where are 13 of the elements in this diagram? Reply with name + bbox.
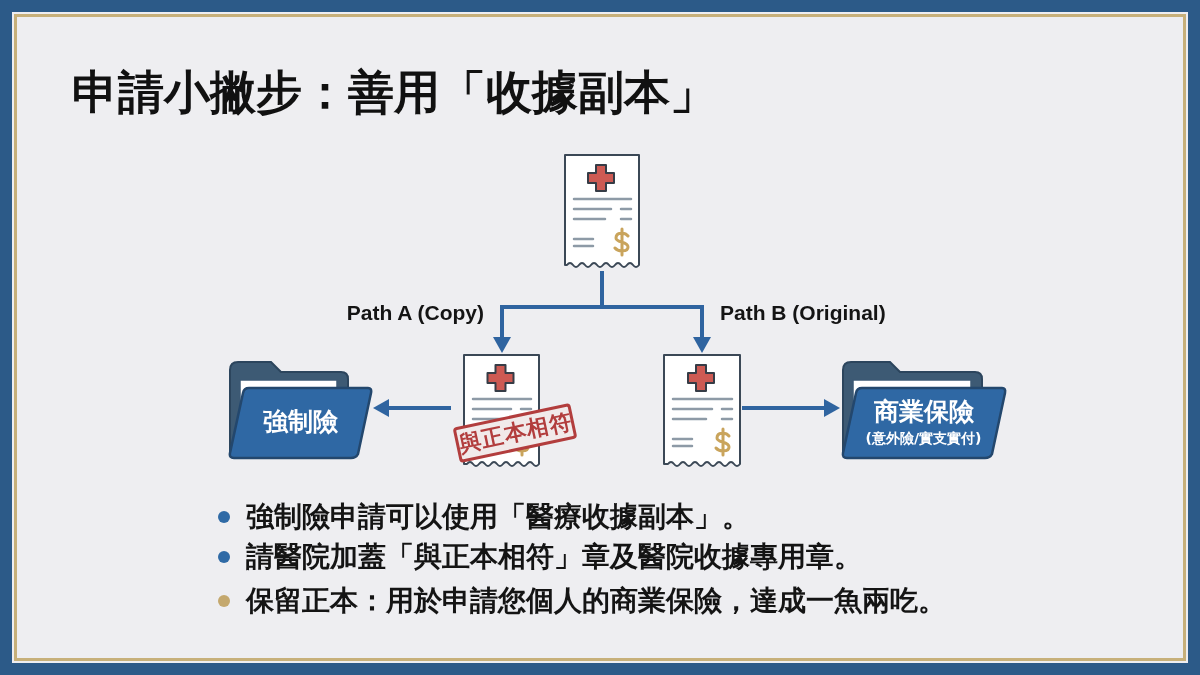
arrow (373, 399, 451, 417)
folder-label: 商業保險 (873, 396, 974, 428)
arrow (600, 271, 711, 353)
slide-title: 申請小撇步：善用「收據副本」 (72, 64, 716, 120)
bullet-text: 強制險申請可以使用「醫療收據副本」。 (246, 499, 750, 535)
folder-caption: (意外險/實支實付) (865, 429, 982, 448)
stamp: 與正本相符 (452, 402, 578, 464)
receipt-icon (662, 353, 742, 470)
receipt-icon (563, 153, 641, 271)
folder-label: 強制險 (262, 406, 338, 438)
bullet-text: 請醫院加蓋「與正本相符」章及醫院收據專用章。 (246, 539, 862, 575)
bullet-text: 保留正本：用於申請您個人的商業保險，達成一魚兩吃。 (246, 583, 946, 619)
arrow (742, 399, 840, 417)
